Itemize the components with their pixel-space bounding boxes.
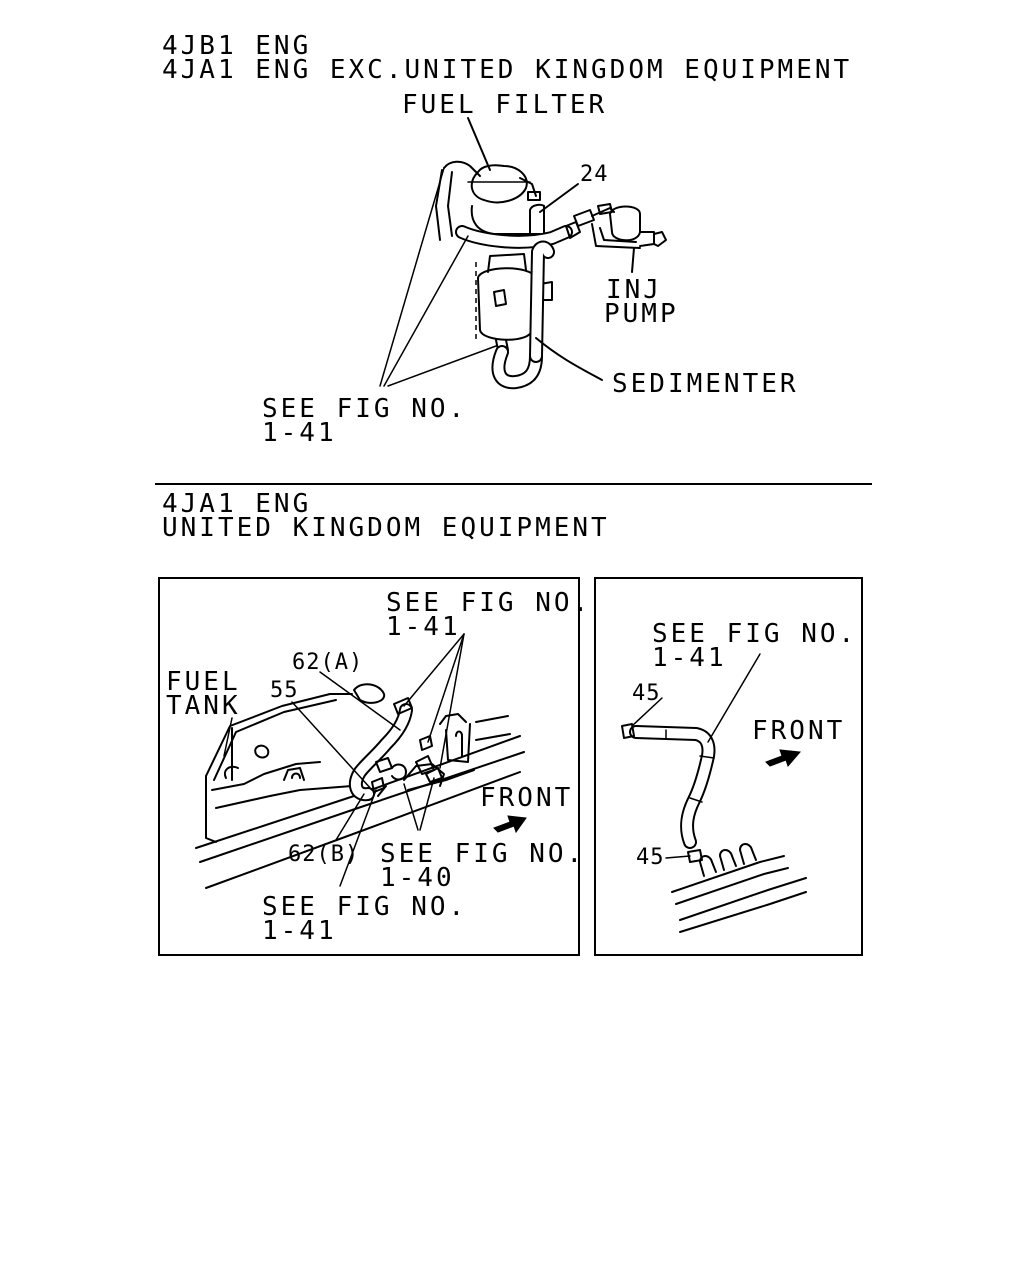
right-part-number-45-top: 45 [632, 681, 661, 706]
part-number-55: 55 [270, 678, 299, 703]
left-panel-frame [158, 577, 580, 956]
left-front-label: FRONT [480, 783, 573, 813]
injection-pump-label-line2: PUMP [604, 299, 679, 329]
right-front-label: FRONT [752, 716, 845, 746]
engine-heading-line2: 4JA1 ENG EXC.UNITED KINGDOM EQUIPMENT [162, 55, 852, 85]
left-see-fig-mid-line2: 1-40 [380, 863, 455, 893]
fuel-filter-label: FUEL FILTER [402, 90, 607, 120]
fuel-tank-hoses [348, 697, 443, 802]
sedimenter-label: SEDIMENTER [612, 369, 799, 399]
fuel-tank-label-line1: FUEL [166, 667, 241, 697]
left-see-fig-mid-line1: SEE FIG NO. [380, 839, 585, 869]
part-number-62a: 62(A) [292, 650, 363, 675]
right-front-arrow-icon [765, 749, 802, 767]
left-leader-lines [223, 633, 465, 887]
left-see-fig-top-line2: 1-41 [386, 612, 461, 642]
uk-engine-heading-line1: 4JA1 ENG [162, 489, 311, 519]
left-see-fig-bottom-line2: 1-41 [262, 916, 337, 946]
fuel-tank-label-line2: TANK [166, 691, 241, 721]
see-fig-leader-lines [379, 167, 497, 387]
right-panel-frame [594, 577, 863, 956]
right-hose-drawing [621, 653, 807, 933]
injection-pump-label-line1: INJ [606, 275, 662, 305]
fuel-filter-drawing [435, 117, 545, 241]
left-panel: SEE FIG NO. 1-41 62(A) FUEL TANK 55 FRON… [158, 577, 591, 956]
left-front-arrow-icon [493, 815, 527, 834]
injection-pump-drawing [591, 203, 667, 273]
right-panel: SEE FIG NO. 1-41 45 FRONT 45 [594, 577, 863, 956]
bottom-section: 4JA1 ENG UNITED KINGDOM EQUIPMENT [162, 489, 610, 543]
left-see-fig-bottom-line1: SEE FIG NO. [262, 892, 467, 922]
right-part-number-45-bottom: 45 [636, 845, 665, 870]
uk-engine-heading-line2: UNITED KINGDOM EQUIPMENT [162, 513, 610, 543]
part-number-24: 24 [580, 162, 609, 187]
right-see-fig-line1: SEE FIG NO. [652, 619, 857, 649]
engine-heading-line1: 4JB1 ENG [162, 31, 311, 61]
sedimenter-drawing [475, 240, 603, 390]
right-see-fig-line2: 1-41 [652, 643, 727, 673]
fuel-hose-24 [455, 183, 615, 249]
see-fig-label-line2: 1-41 [262, 418, 337, 448]
left-see-fig-top-line1: SEE FIG NO. [386, 588, 591, 618]
top-section: 4JB1 ENG 4JA1 ENG EXC.UNITED KINGDOM EQU… [162, 31, 852, 448]
see-fig-label-line1: SEE FIG NO. [262, 394, 467, 424]
